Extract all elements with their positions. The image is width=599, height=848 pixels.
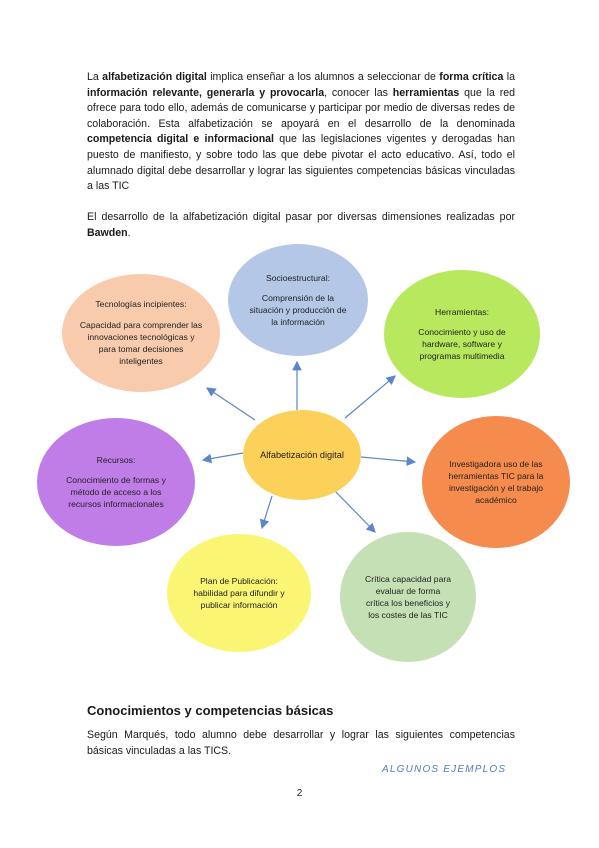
section-heading: Conocimientos y competencias básicas (87, 703, 334, 718)
arrow-to-publicacion (259, 495, 273, 530)
node-critica: Crítica capacidad para evaluar de forma … (340, 532, 476, 662)
arrow-to-recursos (201, 452, 244, 464)
closing-paragraph: Según Marqués, todo alumno debe desarrol… (87, 729, 515, 757)
intro-paragraph: La alfabetización digital implica enseña… (87, 71, 515, 193)
arrow-to-herramientas (344, 375, 396, 419)
alfabetizacion-diagram: Socioestructural: Comprensión de la situ… (0, 240, 599, 670)
node-recursos: Recursos: Conocimiento de formas y métod… (37, 418, 195, 546)
arrow-to-critica (333, 489, 376, 533)
node-plan-publicacion: Plan de Publicación: habilidad para difu… (167, 534, 311, 652)
page-number: 2 (296, 788, 303, 799)
node-socioestructural: Socioestructural: Comprensión de la situ… (228, 244, 368, 356)
arrow-to-investigadora (360, 456, 417, 467)
node-tecnologias-incipientes: Tecnologías incipientes: Capacidad para … (62, 274, 220, 392)
arrow-to-tecnologias (206, 387, 256, 421)
node-herramientas: Herramientas: Conocimiento y uso de hard… (384, 270, 540, 398)
node-alfabetizacion-digital: Alfabetización digital (243, 410, 361, 500)
diagram-arrows (201, 360, 417, 533)
dimensions-paragraph: El desarrollo de la alfabetización digit… (87, 211, 515, 239)
node-investigadora: Investigadora uso de las herramientas TI… (422, 416, 570, 548)
handwritten-note: ALGUNOS EJEMPLOS (382, 764, 507, 775)
